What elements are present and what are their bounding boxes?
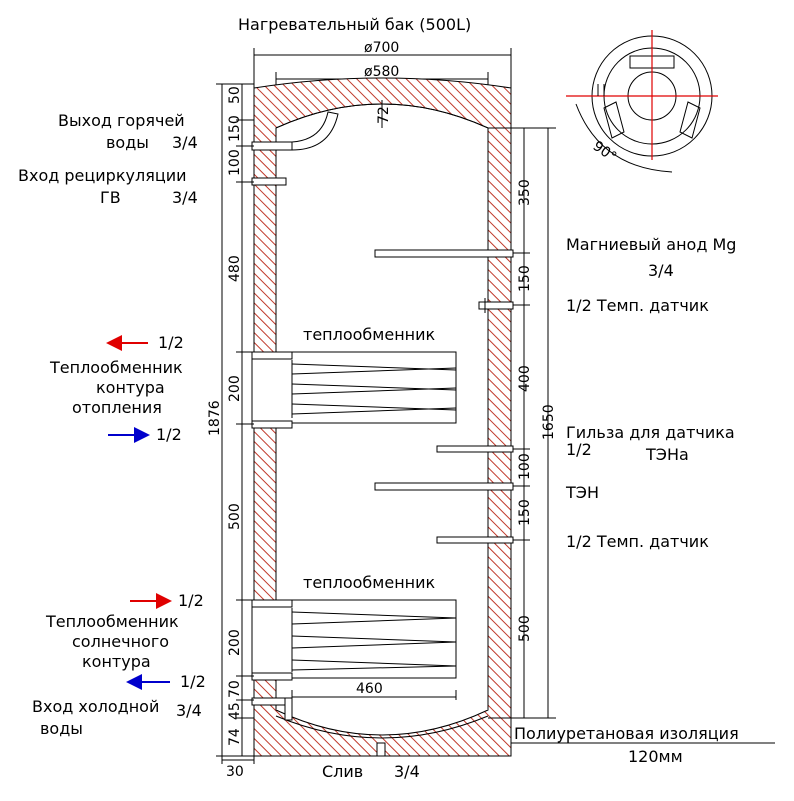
dim-inner-height: 1650 (541, 404, 557, 440)
dim-bottom-left-30: 30 (226, 764, 244, 780)
insulation-label-2: 120мм (628, 747, 683, 766)
dim-100-right: 100 (517, 453, 533, 480)
upper-hx-label-3: отопления (72, 398, 162, 417)
upper-hx-inlet-arrow: 1/2 (106, 333, 184, 352)
temp-sensor-top-label: 1/2 Темп. датчик (566, 296, 709, 315)
lower-hx-outlet-arrow: 1/2 (126, 672, 206, 691)
anode-label-1: Магниевый анод Mg (566, 235, 736, 254)
dim-200-upper: 200 (227, 375, 243, 402)
dim-total-height: 1876 (207, 400, 223, 436)
lower-hx-in-size: 1/2 (178, 591, 204, 610)
top-view-angle-label: 90° (590, 138, 620, 165)
upper-hx-label-1: Теплообменник (49, 358, 183, 377)
anode-label-2: 3/4 (648, 261, 674, 280)
drain-label-1: Слив (322, 762, 363, 781)
hot-out-label-1: Выход горячей (58, 111, 185, 130)
heater-sensor-sleeve (436, 445, 514, 453)
heater-label: ТЭН (565, 483, 599, 502)
dim-100: 100 (227, 149, 243, 176)
dim-500-left: 500 (227, 503, 243, 530)
lower-heat-exchanger: теплообменник (251, 573, 457, 681)
lower-hx-label-3: контура (82, 652, 151, 671)
dim-150-right-upper: 150 (517, 265, 533, 292)
recirc-label-1: Вход рециркуляции (18, 166, 187, 185)
drain-label-2: 3/4 (394, 762, 420, 781)
dim-74: 74 (227, 728, 243, 746)
dim-150-right-lower: 150 (517, 499, 533, 526)
upper-hx-out-size: 1/2 (156, 425, 182, 444)
inner-diameter-label: ø580 (364, 64, 399, 80)
insulation-label-1: Полиуретановая изоляция (514, 724, 739, 743)
cold-in-label-1: Вход холодной (32, 697, 159, 716)
lower-hx-title: теплообменник (303, 573, 436, 592)
heater-element (374, 482, 514, 491)
cold-water-inlet-pipe (251, 697, 293, 721)
magnesium-anode (374, 249, 514, 258)
dim-50-top: 50 (227, 86, 243, 104)
drawing-title: Нагревательный бак (500L) (238, 15, 471, 34)
cold-in-label-3: 3/4 (176, 701, 202, 720)
drain-pipe (376, 742, 386, 757)
upper-heat-exchanger: теплообменник (251, 325, 457, 429)
dim-70: 70 (227, 680, 243, 698)
dim-200-lower: 200 (227, 629, 243, 656)
dim-500-right: 500 (517, 615, 533, 642)
upper-hx-label-2: контура (96, 378, 165, 397)
recirc-label-2: ГВ (100, 188, 121, 207)
upper-hx-outlet-arrow: 1/2 (108, 425, 182, 444)
dim-45: 45 (227, 702, 243, 720)
dome-height-label: 72 (376, 106, 392, 124)
temp-sensor-bottom-label: 1/2 Темп. датчик (566, 532, 709, 551)
cold-in-label-2: воды (40, 719, 83, 738)
temp-sensor-bottom (436, 536, 514, 544)
insulation-callout: Полиуретановая изоляция 120мм (511, 724, 775, 766)
right-dimension-chain: 350 150 400 100 150 500 1650 (488, 127, 557, 719)
dim-350: 350 (517, 179, 533, 206)
sleeve-label-3: ТЭНа (645, 445, 689, 464)
recirc-label-3: 3/4 (172, 188, 198, 207)
upper-hx-in-size: 1/2 (158, 333, 184, 352)
lower-hx-out-size: 1/2 (180, 672, 206, 691)
lower-hx-label-2: солнечного (72, 632, 169, 651)
top-view-diagram: 90° (566, 30, 718, 173)
dim-150: 150 (227, 115, 243, 142)
sleeve-label-1: Гильза для датчика (566, 423, 735, 442)
upper-hx-title: теплообменник (303, 325, 436, 344)
left-dimension-chain: 50 150 100 480 200 500 200 70 45 74 1876… (207, 83, 255, 780)
lower-hx-label-1: Теплообменник (45, 612, 179, 631)
hot-out-label-3: 3/4 (172, 133, 198, 152)
outer-diameter-label: ø700 (364, 40, 399, 56)
sleeve-label-2: 1/2 (566, 440, 592, 459)
dim-480: 480 (227, 255, 243, 282)
coil-length-label: 460 (356, 681, 383, 697)
hot-out-label-2: воды (106, 133, 149, 152)
outer-diameter-dim: ø700 (253, 40, 512, 90)
lower-hx-inlet-arrow: 1/2 (130, 591, 204, 610)
dim-400: 400 (517, 365, 533, 392)
recirculation-pipe (251, 177, 287, 186)
